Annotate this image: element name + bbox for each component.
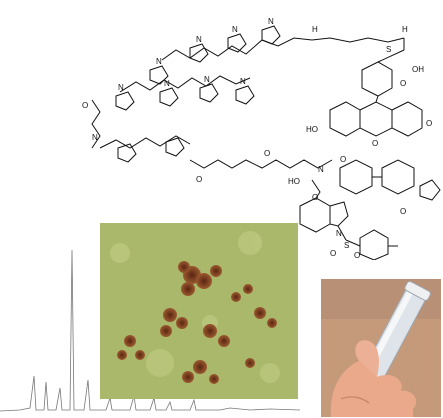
atom-label-o: O [354,251,360,260]
atom-label-ho: HO [288,177,300,186]
ring-piperidine-1 [339,159,373,195]
ring-xanthene-a [329,101,361,137]
atom-label-o: O [372,139,378,148]
atom-label-n: N [204,75,210,84]
atom-label-o: O [82,101,88,110]
atom-label-n: N [336,229,342,238]
sulfonyl-label: S [344,241,349,250]
atom-label-ho: HO [306,125,318,134]
atom-label-h: H [402,25,408,34]
hand-vial-photo [321,279,441,417]
atom-label-n: N [268,17,274,26]
strand-lower [99,135,191,149]
atom-label-o: O [312,193,318,202]
ring-py-2 [227,33,247,53]
ring-xanthene-b [359,101,393,137]
molecule-structure: N N N N N N N N H H S OH O HO O O O N O … [82,17,441,260]
atom-label-o: O [264,149,270,158]
ring-indole-6 [299,197,331,233]
atom-label-n: N [318,165,324,174]
atom-label-n: N [92,133,98,142]
atom-label-n: N [240,77,246,86]
atom-label-o: O [400,207,406,216]
ring-adamantane [419,179,441,201]
ring-py-1 [261,25,281,45]
atom-label-o: O [400,79,406,88]
ring-py-6 [165,137,185,157]
atom-label-n: N [196,35,202,44]
ring-im-1 [115,91,135,111]
atom-label-o: O [426,119,432,128]
ring-im-3 [199,83,219,103]
atom-label-s: S [386,45,391,54]
ring-benzoic [361,61,393,97]
ring-xanthene-c [391,101,423,137]
linker-alkyl [189,159,333,169]
linker-left [91,99,101,149]
ring-py-5 [117,143,137,163]
ring-indole-5 [329,201,349,227]
ring-tolyl [359,229,389,260]
ring-piperidine-2 [381,159,415,195]
atom-label-n: N [156,57,162,66]
atom-label-o: O [340,155,346,164]
strand-middle [119,75,251,93]
atom-label-o: O [330,249,336,258]
atom-label-n: N [118,83,124,92]
atom-label-n: N [232,25,238,34]
atom-label-h: H [312,25,318,34]
atom-label-o: O [196,175,202,184]
ring-py-3 [189,43,209,63]
linker-ether [311,179,321,199]
ring-im-4 [235,85,255,105]
carboxyl-label: OH [412,65,424,74]
micrograph-photo [100,223,298,399]
atom-label-n: N [164,79,170,88]
ring-im-2 [159,87,179,107]
